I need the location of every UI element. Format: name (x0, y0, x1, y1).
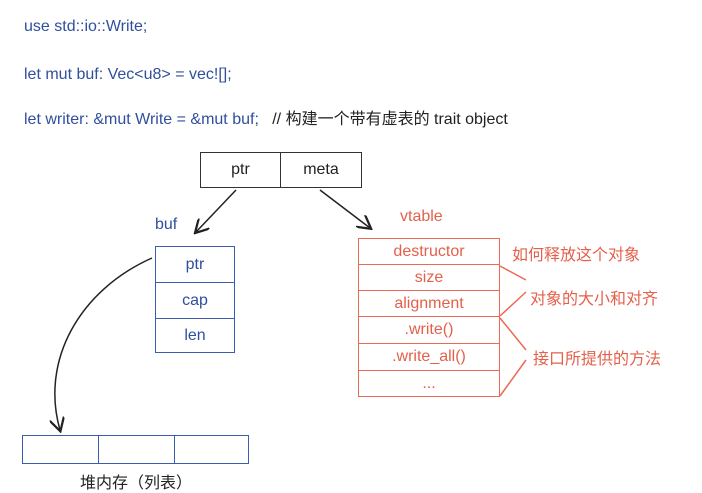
annotation-methods: 接口所提供的方法 (533, 351, 662, 368)
annotation-size-alignment: 对象的大小和对齐 (530, 291, 659, 308)
code-line-2: let mut buf: Vec<u8> = vec![]; (24, 66, 232, 83)
meta-to-vtable-arrow (319, 189, 370, 228)
vtable-entry-ellipsis: ... (358, 370, 500, 397)
buf-field-ptr: ptr (155, 246, 235, 283)
ptr-to-buf-arrow (196, 189, 237, 232)
heap-cell (98, 435, 175, 464)
annotation-destructor: 如何释放这个对象 (512, 247, 641, 264)
code-line-1: use std::io::Write; (24, 18, 148, 35)
code-line-3-code: let writer: &mut Write = &mut buf; (24, 111, 259, 128)
vtable-entry-alignment: alignment (358, 290, 500, 317)
heap-cell (174, 435, 249, 464)
buf-field-len: len (155, 318, 235, 353)
annotation-brackets (499, 265, 527, 397)
heap-label: 堆内存（列表） (80, 475, 193, 492)
code-line-3: let writer: &mut Write = &mut buf; // 构建… (24, 105, 508, 129)
vtable-entry-size: size (358, 264, 500, 291)
buf-field-cap: cap (155, 282, 235, 319)
vtable-entry-write-all: .write_all() (358, 343, 500, 371)
buf-title: buf (155, 216, 178, 233)
fat-pointer-meta: meta (280, 152, 362, 188)
vtable-title: vtable (400, 208, 443, 225)
buf-to-heap-arrow (55, 257, 153, 430)
vtable-entry-write: .write() (358, 316, 500, 344)
fat-pointer-ptr: ptr (200, 152, 281, 188)
code-comment: // 构建一个带有虚表的 trait object (272, 111, 508, 128)
heap-cell (22, 435, 99, 464)
vtable-entry-destructor: destructor (358, 238, 500, 265)
